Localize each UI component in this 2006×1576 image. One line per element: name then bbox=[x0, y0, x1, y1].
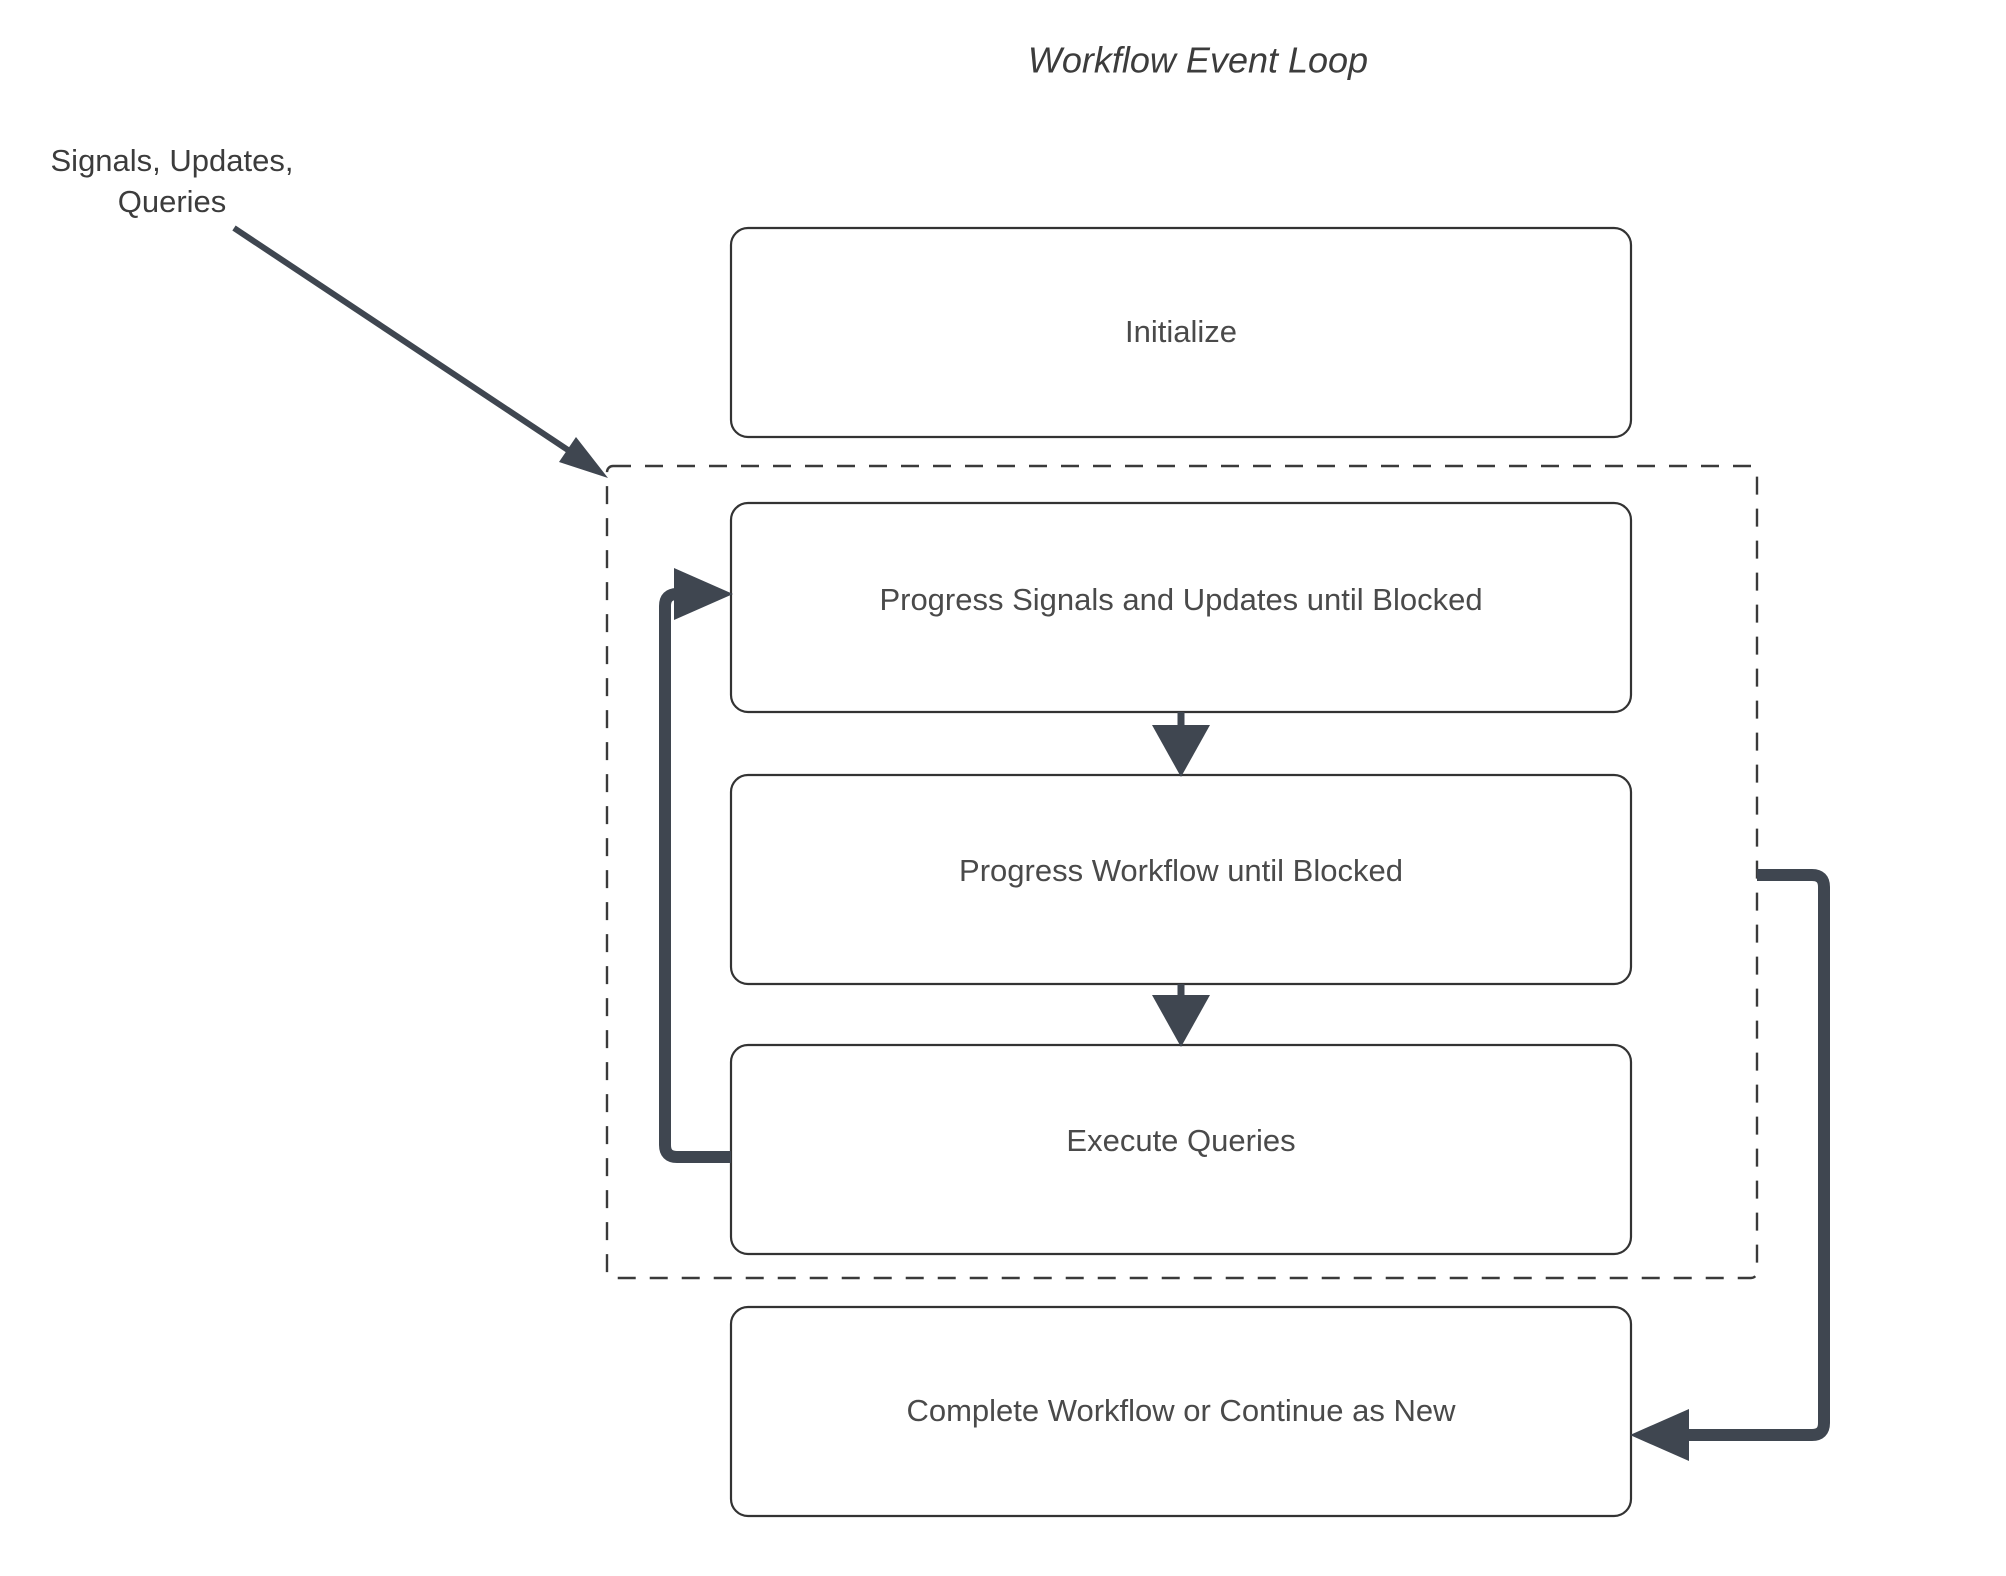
edge-loopback-queries-to-signals bbox=[659, 568, 733, 1163]
node-execute-queries-label: Execute Queries bbox=[1066, 1123, 1295, 1158]
edge-loop-exit-to-complete bbox=[1630, 869, 1830, 1461]
node-execute-queries[interactable]: Execute Queries bbox=[729, 1043, 1633, 1256]
edge-label-input-line2: Queries bbox=[118, 184, 227, 219]
node-initialize[interactable]: Initialize bbox=[729, 226, 1633, 439]
node-progress-workflow[interactable]: Progress Workflow until Blocked bbox=[729, 773, 1633, 986]
node-complete-workflow-label: Complete Workflow or Continue as New bbox=[906, 1393, 1456, 1428]
edge-label-input-line1: Signals, Updates, bbox=[51, 143, 294, 178]
node-initialize-label: Initialize bbox=[1125, 314, 1237, 349]
node-complete-workflow-shape bbox=[729, 1305, 1633, 1518]
node-progress-workflow-label: Progress Workflow until Blocked bbox=[959, 853, 1403, 888]
edge-workflow-to-queries-arrow bbox=[1152, 984, 1210, 1047]
node-initialize-shape bbox=[729, 226, 1633, 439]
node-complete-workflow[interactable]: Complete Workflow or Continue as New bbox=[729, 1305, 1633, 1518]
node-progress-signals-updates-label: Progress Signals and Updates until Block… bbox=[879, 582, 1482, 617]
incoming-signals-arrow bbox=[232, 225, 608, 478]
page-title: Workflow Event Loop bbox=[1028, 40, 1368, 81]
node-progress-signals-updates[interactable]: Progress Signals and Updates until Block… bbox=[729, 501, 1633, 714]
edge-signals-to-workflow-arrow bbox=[1152, 712, 1210, 777]
